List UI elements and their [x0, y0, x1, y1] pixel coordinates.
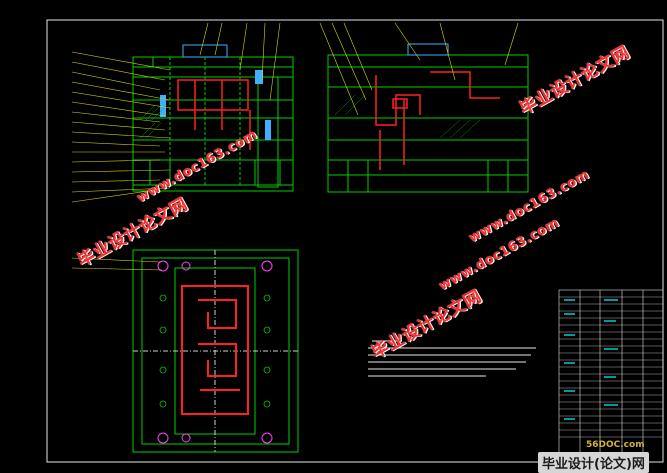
plan-cavity	[181, 285, 249, 415]
plan-leaders	[71, 257, 163, 271]
plan-view	[132, 249, 299, 453]
left-section-hatch	[139, 104, 168, 139]
footer-site-label: 56DOC.com	[586, 440, 645, 450]
footer-brand-label: 毕业设计(论文)网	[538, 452, 649, 473]
right-section-hatch	[334, 94, 481, 139]
left-section-view	[132, 44, 294, 192]
technical-notes	[366, 338, 546, 392]
parts-list-entries	[564, 299, 618, 420]
right-section-view	[327, 43, 529, 193]
parts-list-rows	[559, 296, 663, 438]
footer-watermark-badge: 56DOC.com 毕业设计(论文)网	[512, 440, 667, 473]
left-section-cavity	[177, 79, 251, 150]
parts-list-table	[558, 289, 664, 463]
right-section-leaders	[319, 22, 519, 116]
plan-pins	[159, 294, 271, 408]
right-section-cavity	[375, 71, 500, 170]
left-section-inserts	[160, 70, 271, 140]
sheet-border	[46, 19, 664, 463]
technical-notes-lines	[368, 340, 536, 377]
plan-bolt-holes	[157, 260, 273, 444]
left-section-leaders	[71, 22, 281, 203]
